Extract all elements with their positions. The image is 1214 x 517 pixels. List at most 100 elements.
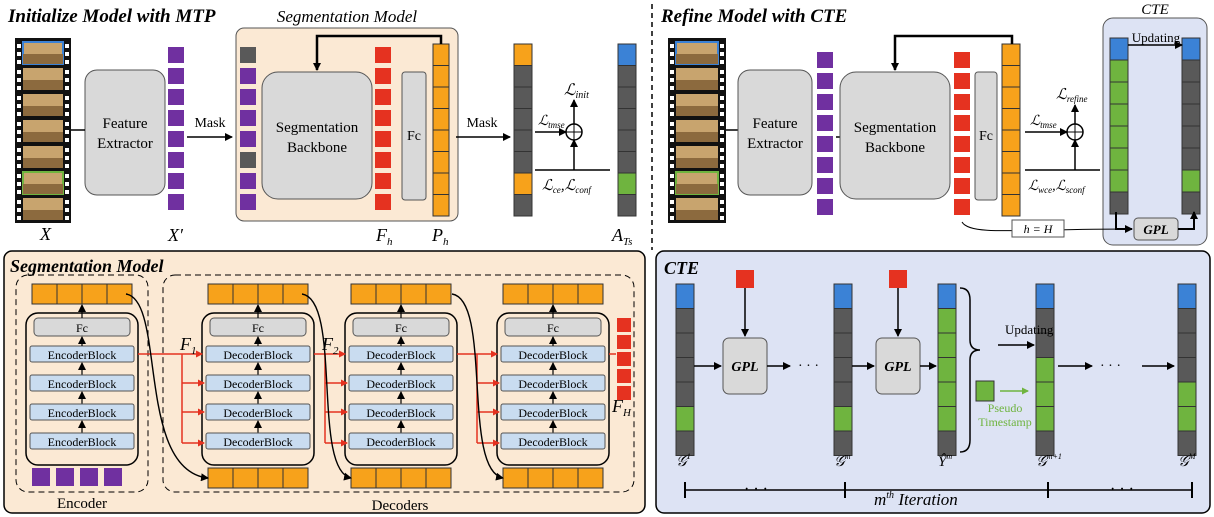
decoder-1-out-cell	[282, 283, 309, 305]
cte-right-cell	[1181, 191, 1201, 215]
film-right-perforation	[720, 208, 724, 212]
fh-cell	[375, 110, 391, 126]
cte-label: CTE	[1141, 2, 1169, 18]
film-left-perforation	[17, 70, 21, 74]
film-left-perforation	[65, 130, 69, 134]
features-Fh	[375, 47, 391, 210]
segmentation-backbone-box-right	[839, 71, 951, 200]
film-right-frame-ground	[676, 132, 718, 142]
h-eq-line	[961, 221, 1131, 232]
film-right-perforation	[720, 60, 724, 64]
decoder-1-block-label: DecoderBlock	[223, 348, 292, 362]
decoders-label: Decoders	[372, 498, 429, 514]
film-right-perforation	[720, 200, 724, 204]
masked-feature-cell	[240, 131, 256, 147]
fH-out-cell	[617, 369, 631, 383]
decoder-3-fc-label: Fc	[547, 321, 559, 335]
film-right-perforation	[720, 190, 724, 194]
label-Ym: Ŷm	[938, 452, 952, 470]
encoder-block-label: EncoderBlock	[48, 435, 117, 449]
predictions-Ph	[432, 43, 450, 217]
gm1-cell	[1035, 430, 1055, 456]
film-left-perforation	[17, 200, 21, 204]
encoder-out-cell	[106, 283, 133, 305]
film-right-perforation	[720, 164, 724, 168]
ph-r-cell	[1001, 86, 1021, 109]
film-right-perforation	[720, 70, 724, 74]
decoder-in-cell	[257, 467, 284, 489]
decoder-in-cell	[502, 467, 529, 489]
fc-box	[401, 71, 427, 201]
decoder-3-out-cell	[502, 283, 529, 305]
film-right-perforation	[720, 86, 724, 90]
film-right-perforation	[720, 78, 724, 82]
encoder-label: Encoder	[57, 496, 107, 512]
film-left-perforation	[65, 112, 69, 116]
label-GM: 𝒢M	[1178, 452, 1197, 470]
decoder-1-block-label: DecoderBlock	[223, 435, 292, 449]
mask-label-2: Mask	[466, 116, 497, 131]
film-right-perforation	[720, 52, 724, 56]
loss-tmse: ℒtmse	[538, 114, 565, 130]
film-right-perforation	[720, 156, 724, 160]
film-left-perforation	[65, 138, 69, 142]
cte-right-cell	[1181, 125, 1201, 149]
g1-cell	[675, 308, 695, 334]
decoder-3-block-label: DecoderBlock	[518, 348, 587, 362]
decoder-2-block-label: DecoderBlock	[366, 406, 435, 420]
decoder-1-out-cell	[257, 283, 284, 305]
film-right-perforation	[720, 148, 724, 152]
film-left-perforation	[17, 130, 21, 134]
decoder-3-block-label: DecoderBlock	[518, 435, 587, 449]
ym-cell	[937, 406, 957, 432]
ats-cell	[617, 43, 637, 66]
pseudo-ts	[975, 380, 995, 402]
xprime-r-cell	[817, 199, 833, 215]
film-left-frame-ground	[23, 106, 63, 116]
encoder-in-cell	[32, 468, 50, 486]
cte-right-cell	[1181, 59, 1201, 83]
label-Gm: 𝒢m	[834, 452, 851, 470]
film-right-perforation	[670, 156, 674, 160]
film-left-perforation	[65, 174, 69, 178]
film-left-perforation	[17, 190, 21, 194]
film-right-perforation	[720, 216, 724, 220]
film-left-perforation	[65, 52, 69, 56]
dots-1: · · ·	[798, 359, 819, 374]
film-right-perforation	[670, 130, 674, 134]
gm1-cell	[1035, 381, 1055, 407]
encoder-in-cell	[104, 468, 122, 486]
gm-cell	[833, 308, 853, 334]
gm1-cell	[1035, 283, 1055, 309]
label-F1: F1	[179, 334, 197, 357]
film-right-perforation	[670, 52, 674, 56]
ph-cell	[432, 151, 450, 174]
cte-panel	[1102, 17, 1208, 246]
gm-cell	[833, 406, 853, 432]
film-right-perforation	[720, 96, 724, 100]
ym-cell	[937, 283, 957, 309]
masked-pred-cell	[513, 194, 533, 217]
film-left-perforation	[65, 44, 69, 48]
loss-wce-sconf: ℒwce,ℒsconf	[1028, 179, 1086, 195]
cte-left-cell	[1109, 191, 1129, 215]
gpl-2-label: GPL	[884, 360, 911, 375]
xprime-r-cell	[817, 115, 833, 131]
prediction-link	[301, 293, 352, 481]
ym-cell	[937, 381, 957, 407]
xprime-cell	[168, 131, 184, 147]
film-right-perforation	[720, 104, 724, 108]
fH-out-cell	[617, 352, 631, 366]
cte-updating: Updating	[1132, 30, 1181, 45]
label-G1: 𝒢1	[676, 452, 691, 470]
xprime-r-cell	[817, 73, 833, 89]
title-initialize: Initialize Model with MTP	[7, 6, 216, 27]
film-left-perforation	[65, 70, 69, 74]
film-left-perforation	[17, 208, 21, 212]
decoder-2-block-label: DecoderBlock	[366, 377, 435, 391]
ats-cell	[617, 129, 637, 152]
gm-cell	[833, 357, 853, 383]
film-left-perforation	[65, 60, 69, 64]
ats-cell	[617, 194, 637, 217]
feature-extractor-label-2: Extractor	[97, 136, 153, 152]
